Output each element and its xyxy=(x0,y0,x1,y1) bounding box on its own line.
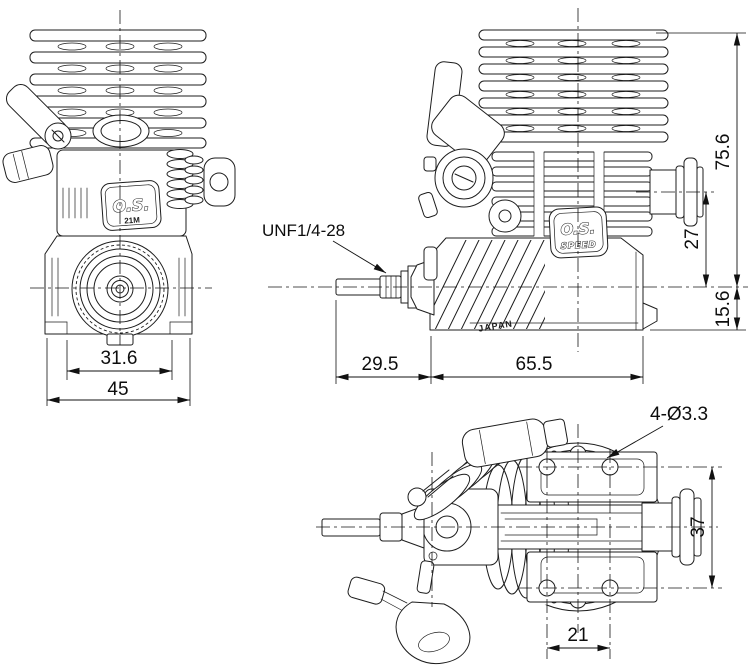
front-badge: O.S. 21M xyxy=(100,180,162,231)
dim-label-31-6: 31.6 xyxy=(101,348,138,369)
dim-label-45: 45 xyxy=(107,379,128,400)
dimension-crankcase-width: 31.6 xyxy=(66,340,173,380)
throttle-ball-lever xyxy=(407,487,427,507)
dimension-hole-row-spacing: 37 xyxy=(688,467,716,588)
side-badge: O.S. SPEED xyxy=(548,206,609,259)
dimension-mount-width: 45 xyxy=(46,338,191,406)
thread-leader-line xyxy=(332,240,387,274)
mount-hole-label: 4-Ø3.3 xyxy=(650,404,708,425)
dimension-hole-col-spacing: 21 xyxy=(547,625,610,652)
fuel-nipple xyxy=(418,191,438,219)
carb-mount-boss xyxy=(92,114,150,148)
side-badge-brand: O.S. xyxy=(560,219,596,239)
side-view: O.S. SPEED JAPAN UNF1/4-28 29.5 65.5 27 … xyxy=(262,8,748,384)
side-cooling-head-fins xyxy=(478,29,669,143)
front-badge-model: 21M xyxy=(124,215,140,225)
exhaust-knob-front xyxy=(203,157,236,207)
dimension-case-length: 65.5 xyxy=(431,336,644,384)
dimension-crank-to-mount: 15.6 xyxy=(650,287,746,331)
carburetor-front xyxy=(2,83,72,183)
crankcase-front xyxy=(44,235,193,346)
front-view: O.S. 21M 31.6 xyxy=(2,10,236,406)
side-cylinder-fins xyxy=(491,150,653,240)
thread-label: UNF1/4-28 xyxy=(262,221,345,240)
exhaust-springs-front xyxy=(166,149,236,209)
dim-label-21: 21 xyxy=(567,625,588,646)
dimension-shaft-protrusion: 29.5 xyxy=(335,300,432,384)
needle-valve xyxy=(488,199,522,233)
front-badge-brand: O.S. xyxy=(112,195,150,217)
dim-label-65-5: 65.5 xyxy=(516,354,553,375)
dim-label-29-5: 29.5 xyxy=(362,354,399,375)
hole-leader-line xyxy=(606,425,664,459)
thread-callout: UNF1/4-28 xyxy=(262,221,387,274)
side-badge-series: SPEED xyxy=(560,240,597,252)
exhaust-boot-top xyxy=(347,576,471,665)
crankcase-side xyxy=(410,237,658,331)
carburetor-top xyxy=(407,418,569,521)
dimension-overall-height: 75.6 xyxy=(656,32,746,287)
cooling-head-fins xyxy=(29,29,207,149)
crankshaft-top xyxy=(321,518,381,537)
dim-label-75-6: 75.6 xyxy=(713,134,734,171)
dim-label-27: 27 xyxy=(682,228,703,249)
dimension-exhaust-height: 27 xyxy=(682,192,710,287)
carburetor-side xyxy=(418,61,522,233)
mount-hole-callout: 4-Ø3.3 xyxy=(606,404,708,459)
bottom-view: 4-Ø3.3 37 21 xyxy=(316,404,722,665)
dim-label-15-6: 15.6 xyxy=(713,291,734,328)
mounting-lugs xyxy=(526,451,658,603)
